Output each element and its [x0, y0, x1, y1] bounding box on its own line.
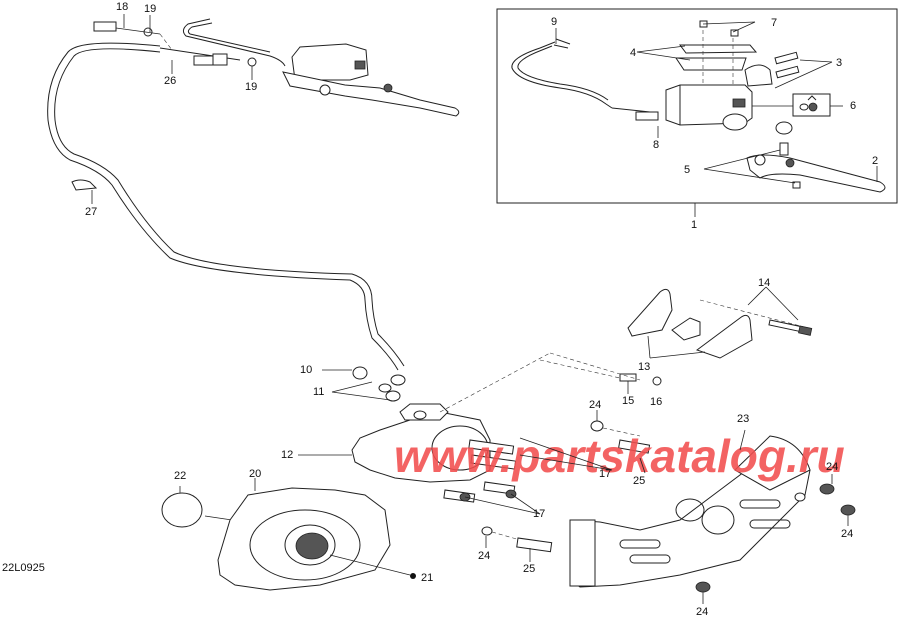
callout-5: 5	[684, 164, 690, 176]
callout-4: 4	[630, 47, 636, 59]
callout-1: 1	[691, 219, 697, 231]
brake-disc	[161, 487, 416, 591]
diagram-reference-code: 22L0925	[2, 562, 45, 574]
callout-18: 18	[116, 1, 128, 13]
callout-14: 14	[758, 277, 770, 289]
inset-reservoir-cover	[675, 20, 758, 100]
callouts: 1 2 3 4 5 6 7 8 9 10 11 12 13 14 15 16 1…	[85, 1, 878, 617]
callout-8: 8	[653, 139, 659, 151]
callout-24-right-lower: 24	[841, 528, 853, 540]
callout-21: 21	[421, 572, 433, 584]
callout-17-lower: 17	[533, 508, 545, 520]
watermark-text: www.partskatalog.ru	[394, 430, 845, 482]
leader-lines	[91, 14, 878, 604]
mounting-bolts	[481, 420, 856, 593]
master-cylinder-inset	[496, 8, 898, 217]
callout-19-right: 19	[245, 81, 257, 93]
inset-brake-line	[511, 38, 659, 121]
callout-24-top: 24	[589, 399, 601, 411]
brake-hose	[47, 21, 405, 371]
callout-13: 13	[638, 361, 650, 373]
callout-27: 27	[85, 206, 97, 218]
callout-12: 12	[281, 449, 293, 461]
inset-master-cylinder	[665, 84, 793, 135]
callout-23: 23	[737, 413, 749, 425]
callout-16: 16	[650, 396, 662, 408]
callout-17-upper: 17	[599, 468, 611, 480]
callout-20: 20	[249, 468, 261, 480]
callout-15: 15	[622, 395, 634, 407]
callout-11: 11	[313, 386, 324, 398]
callout-26: 26	[164, 75, 176, 87]
inset-part-6-box	[792, 93, 831, 117]
callout-7: 7	[771, 17, 777, 29]
callout-25-upper: 25	[633, 475, 645, 487]
callout-9: 9	[551, 16, 557, 28]
inset-lever	[746, 142, 886, 193]
callout-24-bottom: 24	[696, 606, 708, 617]
inset-clamp	[744, 51, 800, 87]
callout-22: 22	[174, 470, 186, 482]
callout-24-right-upper: 24	[826, 461, 838, 473]
callout-10: 10	[300, 364, 312, 376]
callout-25-lower: 25	[523, 563, 535, 575]
disc-guard	[569, 435, 811, 588]
callout-24-left: 24	[478, 550, 490, 562]
brake-pads	[627, 288, 813, 359]
handlebar-master-cylinder	[182, 18, 460, 117]
callout-19-top: 19	[144, 3, 156, 15]
callout-2: 2	[872, 155, 878, 167]
callout-3: 3	[836, 57, 842, 69]
brake-caliper	[351, 352, 641, 503]
callout-6: 6	[850, 100, 856, 112]
